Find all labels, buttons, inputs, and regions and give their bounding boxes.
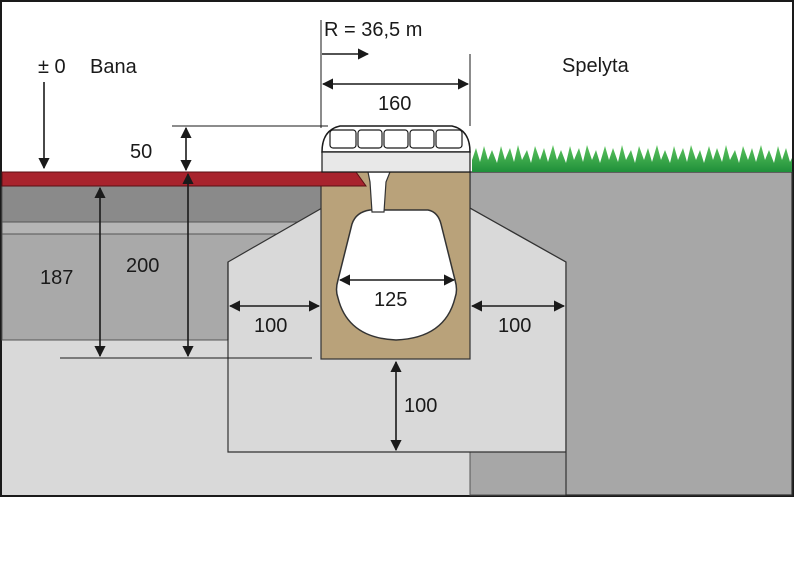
grate [321, 125, 471, 173]
grate-width-label: 160 [378, 93, 411, 115]
depth-200-label: 200 [126, 255, 159, 277]
depth-187-label: 187 [40, 267, 73, 289]
track-label: Bana [90, 56, 138, 78]
base-layer-top [1, 185, 323, 223]
track-surface [1, 171, 367, 187]
side-right-label: 100 [498, 315, 531, 337]
gap-label: Spelyta [562, 55, 630, 77]
radius-label: R = 36,5 m [324, 19, 422, 41]
base-layer-middle [1, 221, 323, 235]
grate-height-label: 50 [130, 141, 152, 163]
soil-left-lower [2, 340, 230, 495]
channel-width-label: 125 [374, 289, 407, 311]
bottom-label: 100 [404, 395, 437, 417]
side-left-label: 100 [254, 315, 287, 337]
extension-lines [60, 20, 471, 359]
grass [472, 145, 792, 172]
zero-level-label: ± 0 [38, 56, 66, 78]
dimension-arrows [38, 48, 566, 452]
drain-channel [335, 209, 458, 341]
